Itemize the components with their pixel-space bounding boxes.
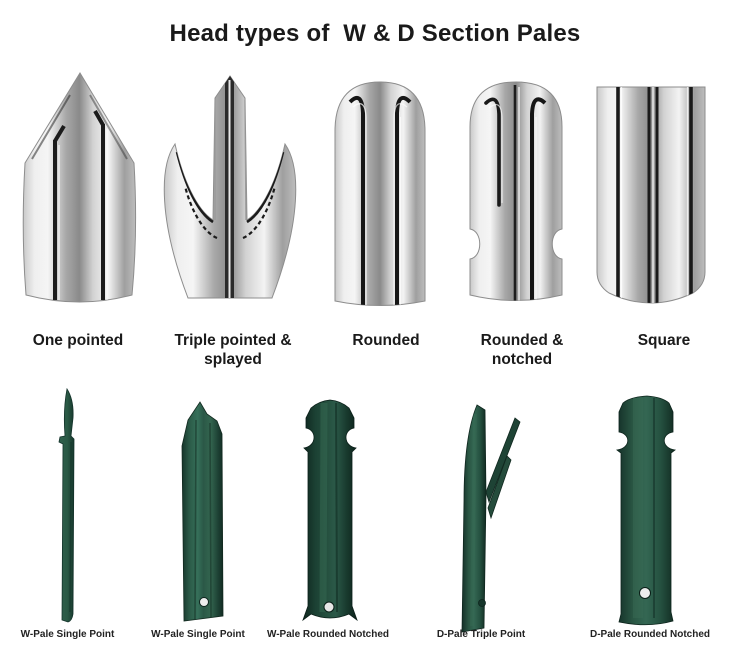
product-figure-w-pale-rounded-notched	[295, 394, 365, 630]
head-type-label: Triple pointed & splayed	[174, 332, 292, 368]
product-figure-w-pale-single-point	[160, 390, 240, 630]
square-head-icon	[596, 86, 706, 304]
d-pale-rounded-notched-photo	[615, 395, 677, 626]
product-label: W-Pale Single Point	[151, 629, 245, 640]
triple-pointed-head-icon	[163, 75, 297, 299]
bolt-hole	[199, 597, 209, 607]
head-type-label: Square	[637, 332, 691, 349]
product-figure-d-pale-rounded-notched	[608, 392, 686, 628]
w-pale-single-point-side-photo	[58, 387, 75, 623]
page-title: Head types of W & D Section Pales	[169, 20, 581, 47]
product-label: D-Pale Triple Point	[436, 629, 526, 640]
bolt-hole	[639, 587, 651, 599]
head-type-figure-rounded-notched	[461, 77, 571, 312]
head-type-figure-rounded	[329, 77, 431, 312]
product-label: W-Pale Rounded Notched	[266, 629, 390, 640]
bolt-hole	[478, 599, 486, 607]
product-figure-d-pale-triple-point	[442, 396, 527, 636]
one-pointed-head-icon	[22, 72, 137, 303]
head-type-figure-one-pointed	[18, 67, 140, 312]
w-pale-rounded-notched-photo	[302, 399, 358, 622]
bolt-hole	[323, 601, 335, 613]
d-pale-triple-point-photo	[461, 404, 521, 633]
head-type-label: Rounded & notched	[480, 332, 564, 368]
rounded-notched-head-icon	[469, 81, 563, 301]
head-type-label: Rounded	[352, 332, 420, 349]
product-label: W-Pale Single Point	[20, 629, 115, 640]
w-pale-single-point-photo	[181, 401, 224, 622]
product-figure-w-pale-single-point-side	[40, 384, 90, 630]
rounded-head-icon	[334, 81, 426, 306]
head-type-label: One pointed	[32, 332, 124, 349]
head-type-figure-square	[592, 82, 710, 312]
product-label: D-Pale Rounded Notched	[589, 629, 710, 640]
head-type-figure-triple-pointed	[155, 72, 305, 312]
